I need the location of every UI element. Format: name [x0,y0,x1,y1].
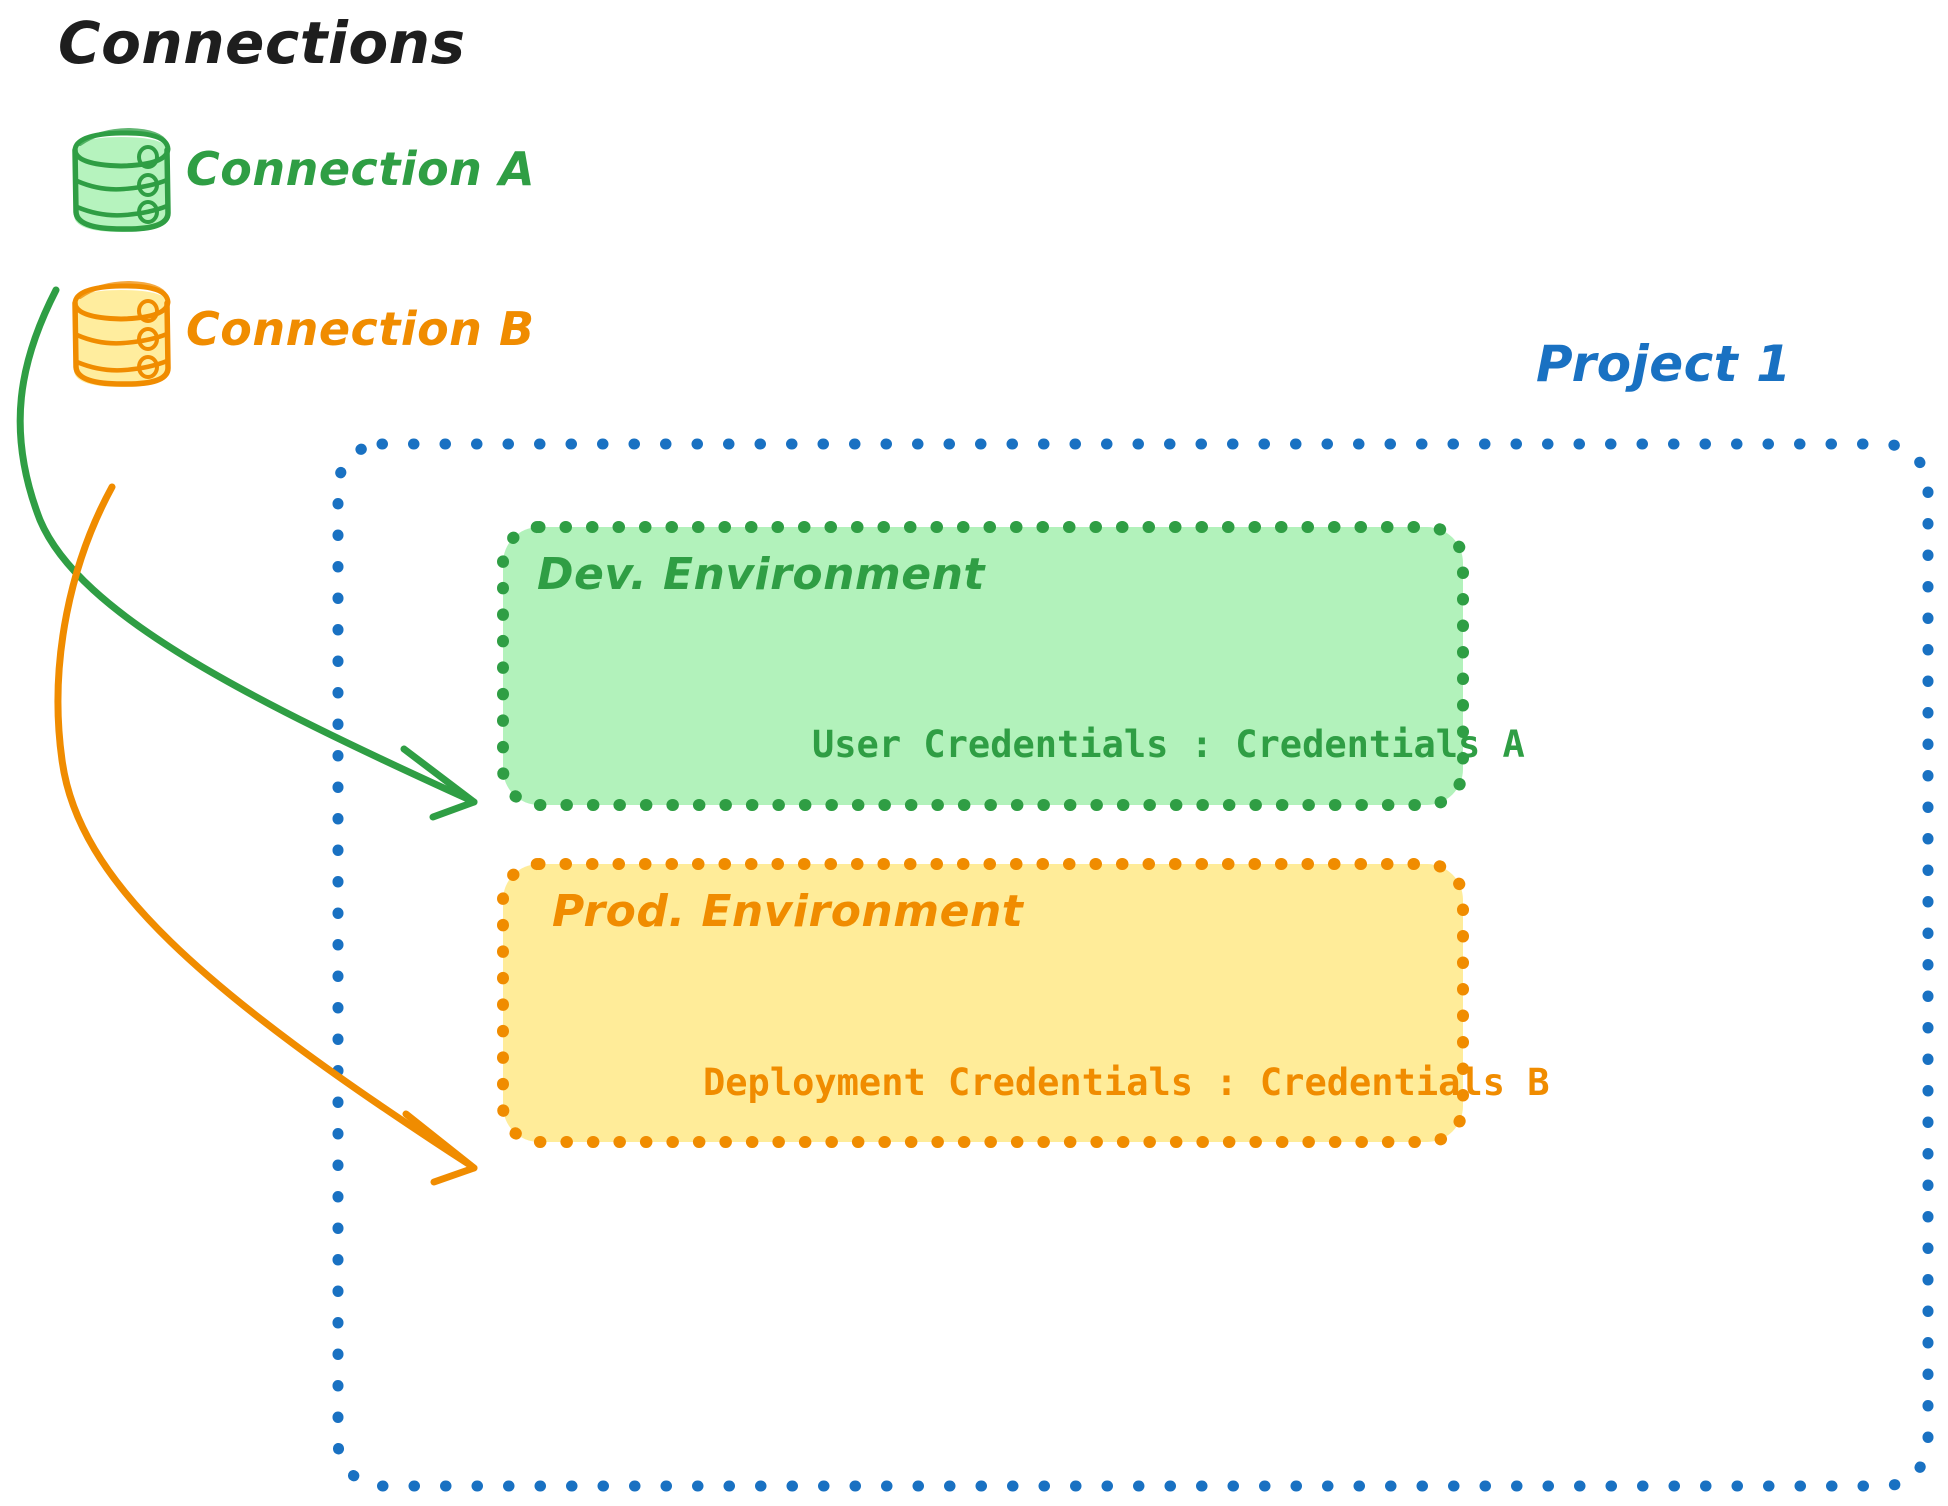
connection-b-label[interactable]: Connection B [186,302,535,356]
database-cylinder-icon-b[interactable] [72,280,171,387]
dev-environment-title: Dev. Environment [537,549,985,600]
database-cylinder-icon-a[interactable] [72,127,171,232]
dev-environment-credentials: User Credentials : Credentials A [812,723,1525,766]
page-title: Connections [58,9,466,77]
prod-environment-title: Prod. Environment [552,886,1024,937]
arrow-connection-a-to-dev [16,286,478,821]
project-title: Project 1 [1536,335,1792,393]
prod-environment-credentials: Deployment Credentials : Credentials B [703,1061,1550,1104]
project-container-border [332,438,1934,1492]
arrow-connection-b-to-prod [54,483,478,1186]
prod-environment-box[interactable] [497,858,1469,1148]
connection-a-label[interactable]: Connection A [186,142,536,196]
dev-environment-box[interactable] [497,521,1469,811]
